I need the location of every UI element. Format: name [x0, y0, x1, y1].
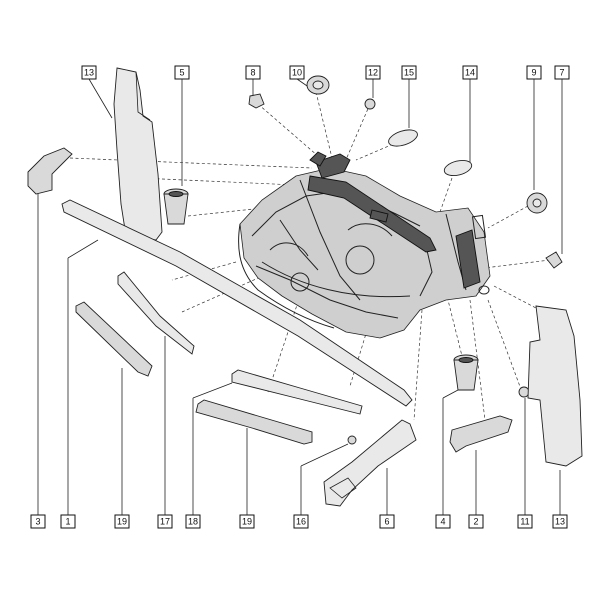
svg-text:13: 13	[84, 68, 94, 78]
callout-16[interactable]: 16	[293, 514, 309, 529]
svg-text:14: 14	[465, 68, 475, 78]
callout-14[interactable]: 14	[462, 65, 478, 80]
callout-8[interactable]: 8	[245, 65, 261, 80]
callout-17[interactable]: 17	[157, 514, 173, 529]
svg-text:19: 19	[242, 517, 252, 527]
svg-text:13: 13	[555, 517, 565, 527]
svg-text:3: 3	[35, 517, 40, 527]
part-1-long-seal[interactable]	[61, 199, 413, 407]
part-3-elbow-duct[interactable]	[27, 147, 73, 195]
callout-5[interactable]: 5	[174, 65, 190, 80]
svg-text:6: 6	[384, 517, 389, 527]
svg-text:16: 16	[296, 517, 306, 527]
callout-9[interactable]: 9	[526, 65, 542, 80]
part-9-ring[interactable]	[526, 192, 548, 214]
part-5-cup-left[interactable]	[163, 188, 189, 225]
part-10-grommet[interactable]	[306, 75, 330, 95]
callout-1[interactable]: 1	[60, 514, 76, 529]
part-13-right-insulation-block[interactable]	[527, 305, 583, 467]
callout-15[interactable]: 15	[401, 65, 417, 80]
part-19-right-strip[interactable]	[195, 399, 313, 445]
callout-18[interactable]: 18	[185, 514, 201, 529]
part-6-bracket[interactable]	[323, 419, 417, 507]
callout-19-right[interactable]: 19	[239, 514, 255, 529]
callout-7[interactable]: 7	[554, 65, 570, 80]
svg-text:12: 12	[368, 68, 378, 78]
svg-text:15: 15	[404, 68, 414, 78]
callout-3[interactable]: 3	[30, 514, 46, 529]
part-13-left-insulation-block[interactable]	[113, 67, 163, 241]
callout-10[interactable]: 10	[289, 65, 305, 80]
svg-text:4: 4	[440, 517, 445, 527]
callout-4[interactable]: 4	[435, 514, 451, 529]
callout-19-left[interactable]: 19	[114, 514, 130, 529]
svg-text:10: 10	[292, 68, 302, 78]
callout-13-bottom-right[interactable]: 13	[552, 514, 568, 529]
callout-2[interactable]: 2	[468, 514, 484, 529]
part-8-clip[interactable]	[248, 93, 265, 109]
leader-lines	[37, 78, 563, 515]
svg-text:8: 8	[250, 68, 255, 78]
part-15-oval-pad[interactable]	[387, 127, 420, 150]
part-19-left-strip[interactable]	[75, 301, 153, 377]
svg-text:19: 19	[117, 517, 127, 527]
part-2-elbow-duct[interactable]	[449, 415, 513, 453]
callout-12[interactable]: 12	[365, 65, 381, 80]
svg-text:5: 5	[179, 68, 184, 78]
svg-text:2: 2	[473, 517, 478, 527]
part-13-left-edge	[135, 71, 151, 121]
part-12-plug[interactable]	[364, 98, 376, 110]
callout-13-top-left[interactable]: 13	[81, 65, 97, 80]
part-18-seal-strip[interactable]	[231, 369, 363, 415]
callout-6[interactable]: 6	[379, 514, 395, 529]
svg-text:17: 17	[160, 517, 170, 527]
part-11-plug[interactable]	[518, 386, 530, 398]
part-16-clip[interactable]	[347, 435, 357, 445]
part-17-seal-strip[interactable]	[117, 271, 195, 355]
part-6-tab	[329, 477, 357, 499]
svg-text:1: 1	[65, 517, 70, 527]
callout-11[interactable]: 11	[517, 514, 533, 529]
svg-text:9: 9	[531, 68, 536, 78]
svg-text:18: 18	[188, 517, 198, 527]
part-14-oval-pad[interactable]	[443, 158, 474, 178]
vehicle-front-body-structure	[238, 151, 491, 339]
svg-text:7: 7	[559, 68, 564, 78]
svg-text:11: 11	[520, 517, 529, 527]
part-4-cup-right[interactable]	[453, 354, 479, 391]
part-7-clip[interactable]	[545, 251, 563, 269]
